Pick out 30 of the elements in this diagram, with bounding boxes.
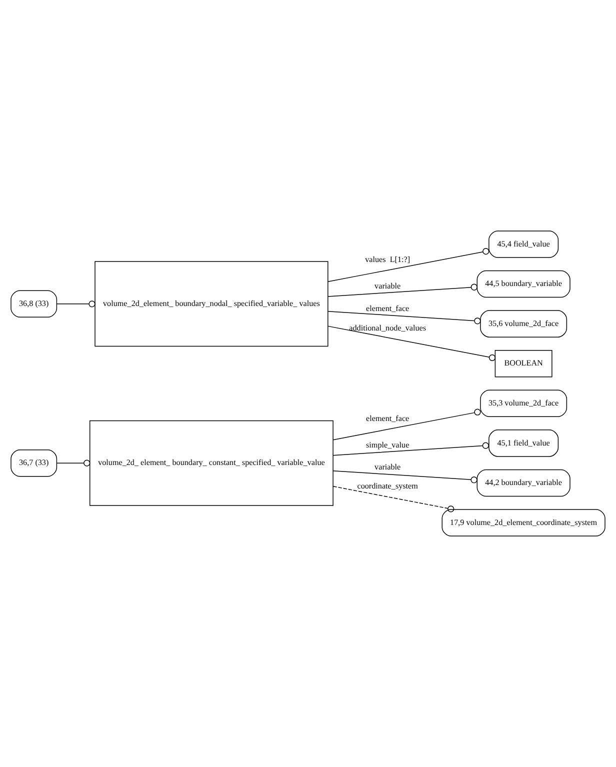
node-box: 45,4 field_value <box>488 230 559 258</box>
node-box: volume_2d_ element_ boundary_ constant_ specified_ variable_value <box>90 420 334 506</box>
edge-label: element_face <box>366 414 410 423</box>
node-box: BOOLEAN <box>494 350 552 378</box>
node-box: 36,8 (33) <box>10 290 58 318</box>
connector <box>56 460 90 466</box>
edge-label: variable <box>374 281 401 290</box>
connector <box>328 310 481 324</box>
edge-label: element_face <box>366 304 410 314</box>
node-box: 17,9 volume_2d_element_coordinate_system <box>442 509 606 536</box>
node-box: 35,3 volume_2d_face <box>480 390 568 418</box>
connector <box>332 486 454 512</box>
node-box: 44,5 boundary_variable <box>476 270 570 298</box>
edge-label: variable <box>374 462 401 472</box>
node-box: 45,1 field_value <box>488 430 559 457</box>
edge-label: coordinate_system <box>357 482 418 491</box>
connector <box>328 248 490 282</box>
connector <box>332 408 481 440</box>
node-box: 35,6 volume_2d_face <box>480 310 568 338</box>
edge-label: simple_value <box>366 440 410 450</box>
node-box: volume_2d_element_ boundary_nodal_ specified_variable_ values <box>94 261 328 347</box>
edge-label: values L[1:?] <box>365 254 410 264</box>
connector <box>332 442 489 456</box>
node-box: 36,7 (33) <box>10 449 58 477</box>
connector <box>332 470 478 484</box>
connector <box>328 326 496 362</box>
edge-label: additional_node_values <box>349 323 426 332</box>
connector <box>328 284 478 297</box>
node-box: 44,2 boundary_variable <box>476 469 570 497</box>
connector <box>56 300 96 308</box>
